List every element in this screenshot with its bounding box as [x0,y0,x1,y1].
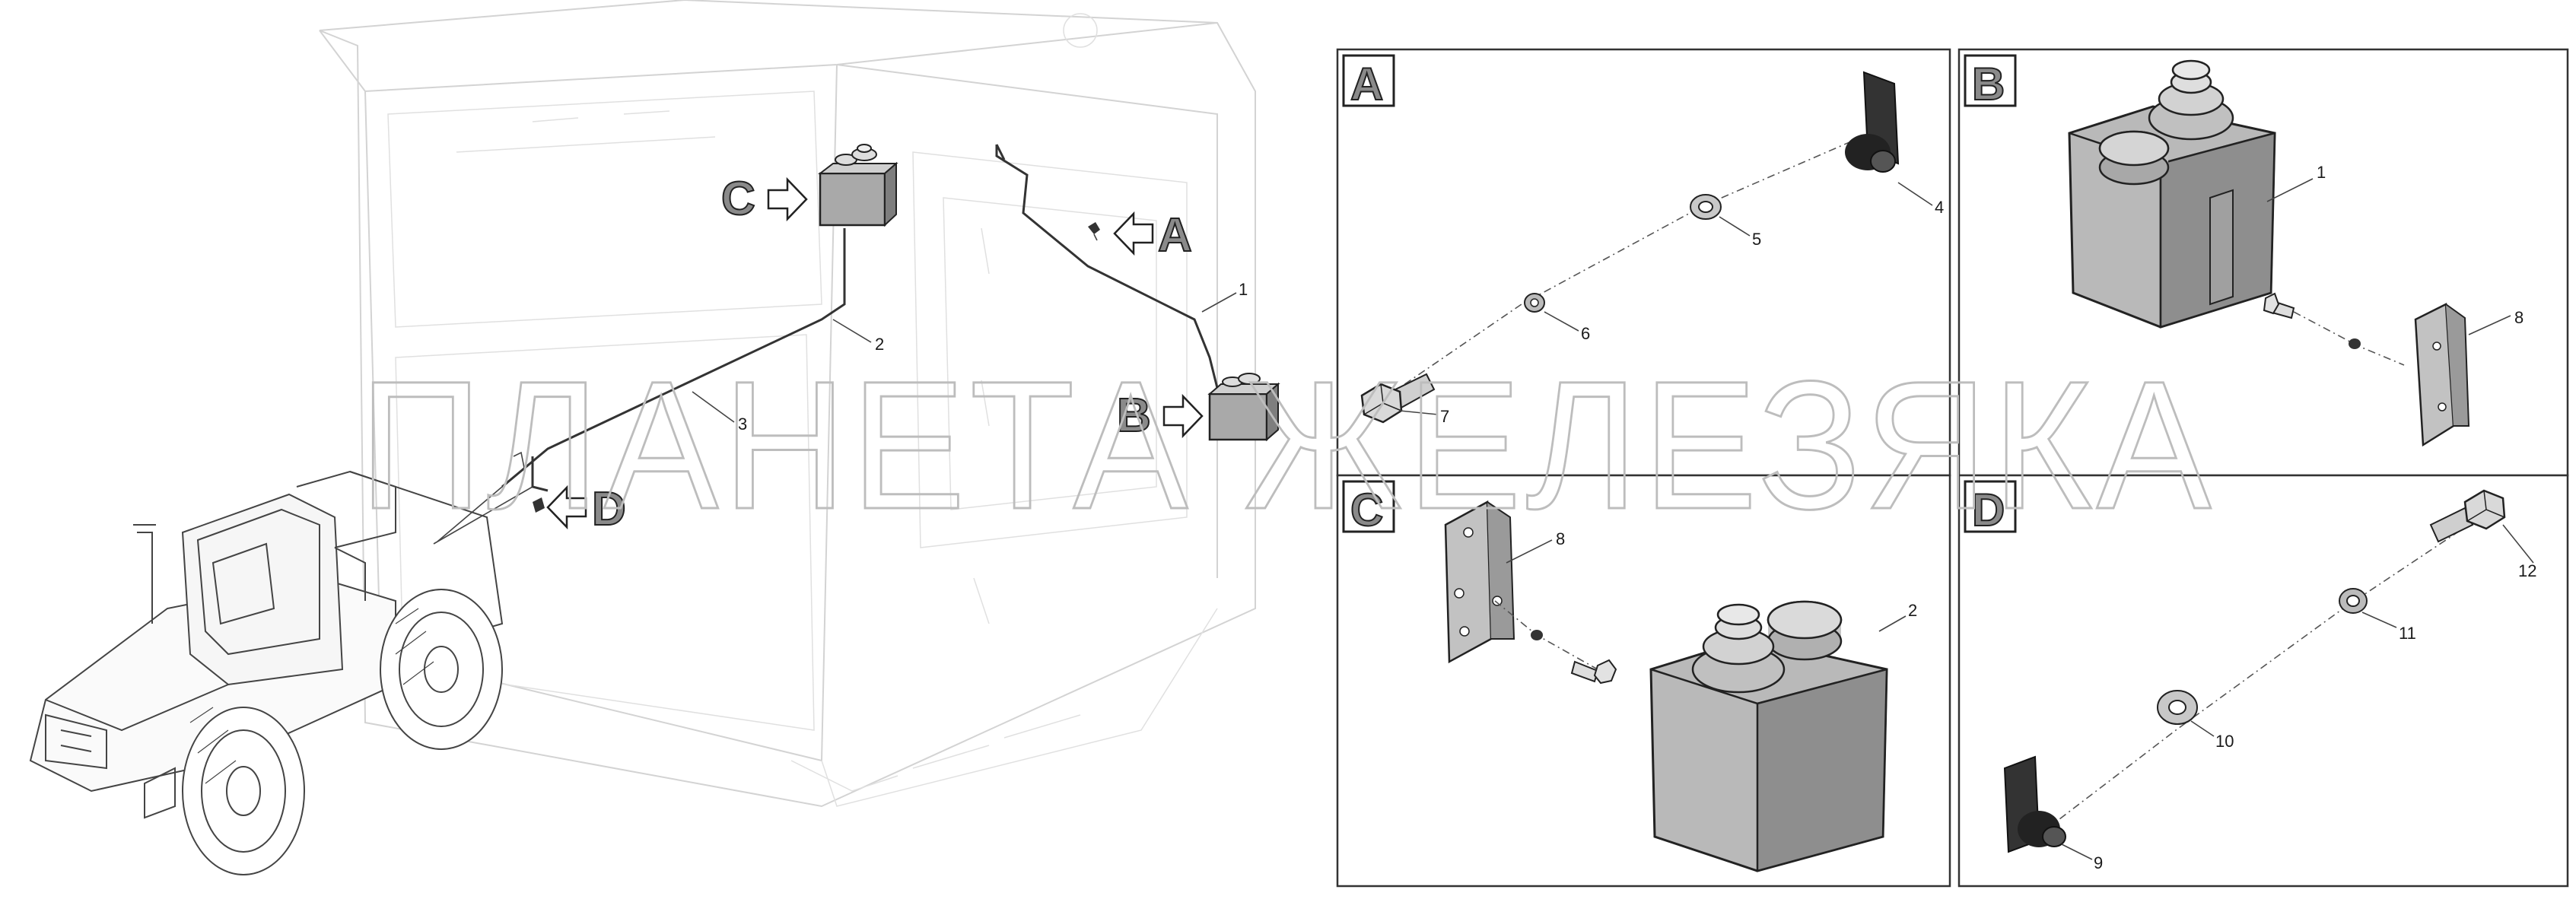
bolt-icon [1360,373,1436,424]
mounting-bracket-icon [1845,71,1900,173]
panel-a-label-5: 5 [1752,230,1761,249]
cab-outline [319,0,1256,808]
callout-b: B [1116,389,1204,443]
callout-b-letter: B [1117,389,1151,442]
mounting-bracket-icon [1444,500,1515,664]
mounting-bracket-icon [2414,303,2470,447]
washer-icon [1531,630,1543,640]
hollow-arrow-icon [767,176,808,222]
callout-c-letter: C [721,173,755,225]
watermark-text: ПЛАНЕТА ЖЕЛЕЗЯКА [359,343,2215,547]
panel-d-label-9: 9 [2094,853,2103,872]
detail-panel-c: C [1336,474,1951,888]
callout-a-letter: A [1158,209,1192,262]
callout-d: D [546,482,627,536]
bolt-icon [1570,659,1617,685]
nozzle-a [1088,222,1100,241]
washer-icon [1524,293,1545,313]
hollow-arrow-icon [1113,211,1154,256]
bolt-icon [2429,489,2506,543]
washer-icon [1690,194,1722,220]
nozzle-d [533,497,545,513]
mounting-bracket-icon [2003,755,2066,853]
panel-d-label-12: 12 [2518,561,2536,580]
panel-c-letter: C [1350,485,1383,535]
hollow-arrow-icon [1162,393,1204,439]
detail-panel-b: B [1957,48,2569,477]
panel-b-letter: B [1972,59,2005,110]
part-label-3: 3 [738,415,747,434]
callout-c: C [720,172,808,226]
main-part-labels: 1 2 3 [692,280,1248,434]
panel-d-label-11: 11 [2399,624,2416,643]
part-label-2: 2 [875,335,884,354]
panel-b-label-1: 1 [2317,163,2326,182]
panel-c-label-8: 8 [1556,529,1565,548]
washer-icon [2339,588,2368,614]
panel-a-letter: A [1350,59,1383,110]
panel-b-label-8: 8 [2514,308,2524,327]
washer-hoses [501,144,1219,492]
panel-a-label-6: 6 [1581,324,1590,343]
panel-a-label-4: 4 [1935,198,1944,217]
washer-icon [2157,690,2198,725]
hollow-arrow-icon [546,485,587,530]
detail-panel-a: A 4 5 6 7 [1336,48,1951,477]
reservoir-b [1207,373,1280,442]
panel-a-label-7: 7 [1440,407,1449,426]
callout-d-letter: D [592,483,626,535]
leader-lines [433,486,533,545]
reservoir-c [818,144,898,227]
callout-a: A [1113,208,1193,262]
detail-panel-d: D 12 11 10 9 [1957,474,2569,888]
panel-d-letter: D [1972,485,2005,535]
tractor-icon [29,470,504,875]
bolt-icon [2263,292,2295,319]
washer-icon [2349,338,2361,349]
washer-reservoir-icon [1649,600,1888,872]
part-label-1: 1 [1239,280,1248,299]
panel-c-label-2: 2 [1908,601,1917,620]
panel-d-label-10: 10 [2215,732,2234,751]
washer-reservoir-icon [2068,59,2276,329]
